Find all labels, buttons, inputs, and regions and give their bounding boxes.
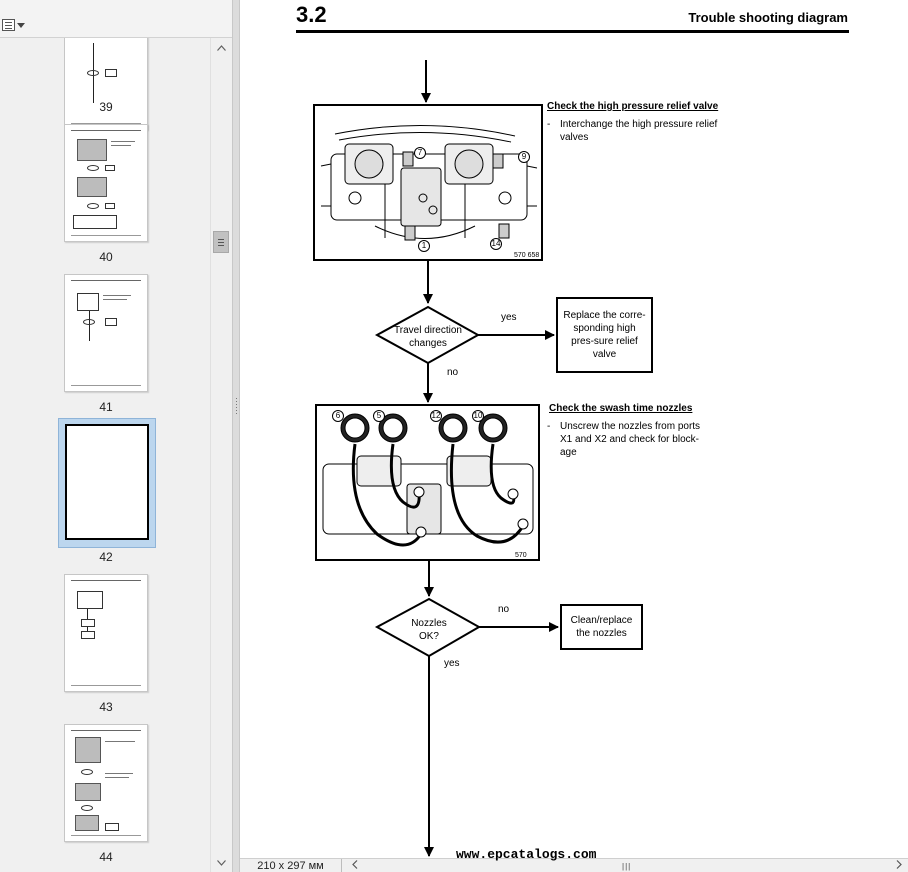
callout-14: 14 xyxy=(490,238,502,250)
step-instruction-text: Interchange the high pressure relief val… xyxy=(560,119,718,143)
figure-swash-nozzles: 6 5 12 10 570 652 xyxy=(315,404,540,561)
thumbnail-panel: 39 40 41 xyxy=(0,0,232,872)
panel-splitter[interactable] xyxy=(232,0,240,872)
thumbnail-list: 39 40 41 xyxy=(0,38,210,872)
callout-12: 12 xyxy=(430,410,442,422)
scrollbar-thumb[interactable] xyxy=(213,231,229,253)
page-thumbnail-number: 40 xyxy=(99,250,113,264)
scroll-up-button[interactable] xyxy=(214,41,229,55)
step-heading-swash-nozzles: Check the swash time nozzles xyxy=(549,403,693,414)
watermark: www.epcatalogs.com xyxy=(456,847,597,862)
chevron-up-icon xyxy=(217,45,226,51)
thumbnail-options-button[interactable] xyxy=(2,17,28,33)
figure-reference: 570 652 xyxy=(515,552,527,559)
decision-text-travel-direction: Travel direction changes xyxy=(394,325,462,349)
scroll-right-button[interactable] xyxy=(896,860,902,871)
page-thumbnail-number: 41 xyxy=(99,400,113,414)
decision-text-nozzles-ok: Nozzles OK? xyxy=(411,618,447,642)
callout-9: 9 xyxy=(518,151,530,163)
page-thumbnail-44[interactable] xyxy=(64,724,148,842)
edge-label-no: no xyxy=(498,604,510,615)
pressure-gauges-illustration xyxy=(322,413,534,547)
flowchart-connectors xyxy=(374,60,559,857)
thumbnail-scrollbar[interactable] xyxy=(210,38,232,872)
hydraulic-pump-illustration xyxy=(320,125,538,241)
figure-relief-valves: 7 9 1 14 570 658 xyxy=(313,104,543,261)
step-instruction-swash-nozzles: - Unscrew the nozzles from ports X1 and … xyxy=(547,420,707,459)
header-rule xyxy=(296,30,849,33)
edge-label-yes: yes xyxy=(501,312,517,323)
chevron-down-icon xyxy=(217,860,226,866)
page-thumbnail-number: 42 xyxy=(99,550,113,564)
page-thumbnail-40[interactable] xyxy=(64,124,148,242)
scroll-left-button[interactable] xyxy=(352,860,358,871)
step-instruction-relief-valve: - Interchange the high pressure relief v… xyxy=(547,118,727,144)
edge-label-no: no xyxy=(447,367,459,378)
section-number: 3.2 xyxy=(296,2,327,27)
edge-label-yes: yes xyxy=(444,658,460,669)
callout-6: 6 xyxy=(332,410,344,422)
step-instruction-text: Unscrew the nozzles from ports X1 and X2… xyxy=(560,421,701,458)
action-clean-nozzles: Clean/replace the nozzles xyxy=(560,604,643,650)
thumbnail-options-icon xyxy=(2,19,15,31)
page-thumbnail-42[interactable] xyxy=(58,418,156,548)
section-title: Trouble shooting diagram xyxy=(688,10,848,25)
page-thumbnail-41[interactable] xyxy=(64,274,148,392)
chevron-left-icon xyxy=(352,860,358,869)
document-page: 3.2 Trouble shooting diagram xyxy=(240,0,908,858)
thumbnail-toolbar xyxy=(0,0,232,38)
action-replace-relief-valve: Replace the corre-sponding high pres-sur… xyxy=(556,297,653,373)
status-bar: 210 x 297 мм ||| xyxy=(240,858,908,872)
page-thumbnail-43[interactable] xyxy=(64,574,148,692)
callout-1: 1 xyxy=(418,240,430,252)
callout-5: 5 xyxy=(373,410,385,422)
step-heading-relief-valve: Check the high pressure relief valve xyxy=(547,101,719,112)
callout-10: 10 xyxy=(472,410,484,422)
page-thumbnail-number: 39 xyxy=(99,100,113,114)
page-size-indicator: 210 x 297 мм xyxy=(240,859,342,872)
horizontal-scrollbar-thumb[interactable]: ||| xyxy=(622,862,632,871)
scroll-down-button[interactable] xyxy=(214,856,229,870)
figure-reference: 570 658 xyxy=(514,252,540,259)
page-thumbnail-number: 44 xyxy=(99,850,113,864)
page-thumbnail-39[interactable] xyxy=(64,38,148,130)
chevron-right-icon xyxy=(896,860,902,869)
chevron-down-icon xyxy=(17,22,25,28)
page-thumbnail-number: 43 xyxy=(99,700,113,714)
callout-7: 7 xyxy=(414,147,426,159)
